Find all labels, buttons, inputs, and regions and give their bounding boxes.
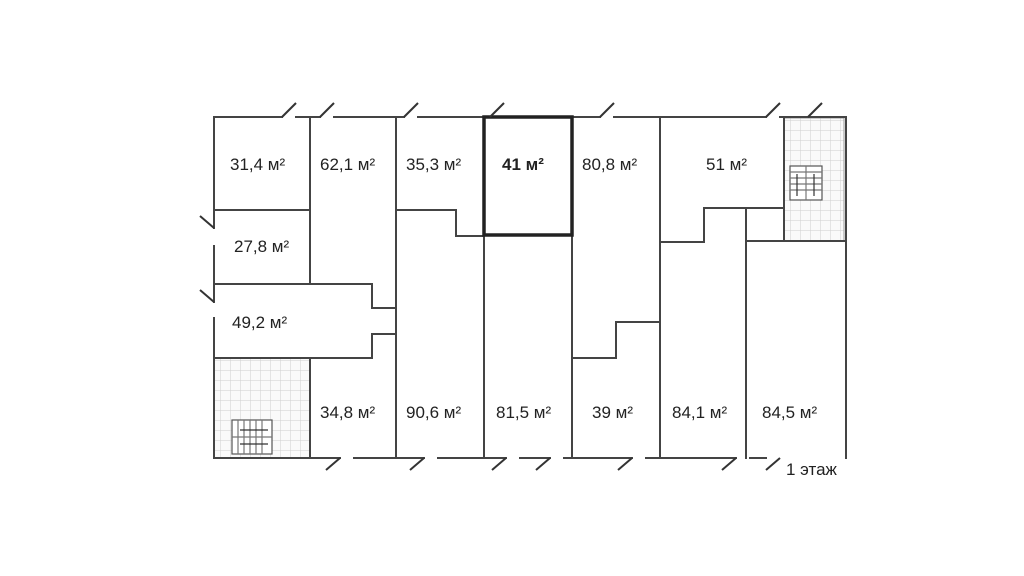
stairs-icon-top bbox=[789, 165, 823, 201]
stairs-icon-bottom bbox=[231, 419, 273, 455]
highlighted-room-outline[interactable] bbox=[482, 115, 574, 237]
room-label-r7: 27,8 м² bbox=[234, 237, 289, 256]
room-label-r11: 81,5 м² bbox=[496, 403, 551, 422]
room-label-r12: 39 м² bbox=[592, 403, 633, 422]
room-label-r8: 49,2 м² bbox=[232, 313, 287, 332]
room-label-r4[interactable]: 41 м² bbox=[502, 155, 544, 174]
doors bbox=[199, 102, 823, 471]
room-label-r5: 80,8 м² bbox=[582, 155, 637, 174]
room-label-r14: 84,5 м² bbox=[762, 403, 817, 422]
interior-walls bbox=[213, 116, 847, 459]
room-label-r6: 51 м² bbox=[706, 155, 747, 174]
room-label-r13: 84,1 м² bbox=[672, 403, 727, 422]
room-label-r3: 35,3 м² bbox=[406, 155, 461, 174]
room-label-r2: 62,1 м² bbox=[320, 155, 375, 174]
room-label-r1: 31,4 м² bbox=[230, 155, 285, 174]
room-label-r10: 90,6 м² bbox=[406, 403, 461, 422]
floor-label: 1 этаж bbox=[786, 460, 838, 479]
room-label-r9: 34,8 м² bbox=[320, 403, 375, 422]
